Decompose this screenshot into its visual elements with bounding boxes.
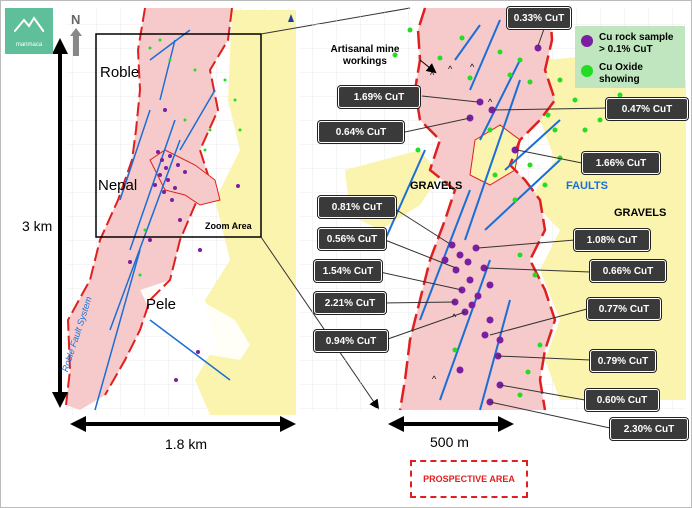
label-roble: Roble xyxy=(100,64,140,81)
legend-label-rock-sample: Cu rock sample > 0.1% CuT xyxy=(599,32,674,55)
prospective-zone-right xyxy=(400,8,555,410)
prospective-area-key: PROSPECTIVE AREA xyxy=(410,460,528,498)
scale-label-3km: 3 km xyxy=(22,218,53,234)
mountain-logo-icon xyxy=(14,16,44,32)
callout-grade: 0.79% CuT xyxy=(590,350,656,372)
callout-grade: 1.54% CuT xyxy=(314,260,382,282)
svg-text:^: ^ xyxy=(448,64,453,74)
scale-label-1-8km: 1.8 km xyxy=(165,436,208,452)
label-zoom-area: Zoom Area xyxy=(205,221,252,231)
callout-grade: 1.08% CuT xyxy=(574,229,650,251)
svg-text:^: ^ xyxy=(470,62,475,72)
label-faults: FAULTS xyxy=(566,180,608,192)
label-pele: Pele xyxy=(146,296,177,313)
north-arrow-icon xyxy=(70,28,82,56)
rock-sample-marker-icon xyxy=(581,35,593,47)
rock-samples-left xyxy=(128,108,240,382)
callout-grade: 2.30% CuT xyxy=(610,418,688,440)
callout-grade: 0.64% CuT xyxy=(318,121,404,143)
map-legend: Cu rock sample > 0.1% CuT Cu Oxide showi… xyxy=(575,26,685,88)
svg-text:^: ^ xyxy=(430,70,435,80)
callout-grade: 0.81% CuT xyxy=(318,196,396,218)
svg-text:^: ^ xyxy=(452,312,457,322)
svg-text:^: ^ xyxy=(488,97,493,107)
callout-grade: 1.69% CuT xyxy=(338,86,420,108)
callout-grade: 0.66% CuT xyxy=(590,260,666,282)
zoom-box xyxy=(95,33,262,238)
north-label: N xyxy=(71,12,81,27)
scale-bars xyxy=(52,38,514,432)
callout-grade: 0.56% CuT xyxy=(318,228,386,250)
legend-label-oxide: Cu Oxide showing xyxy=(599,62,643,85)
callout-leaders xyxy=(379,25,611,429)
label-nepal: Nepal xyxy=(98,177,138,194)
legend-item-oxide: Cu Oxide showing xyxy=(581,62,669,86)
faults-left xyxy=(94,29,231,411)
callout-grade: 0.47% CuT xyxy=(606,98,688,120)
callout-grade: 0.33% CuT xyxy=(507,7,571,29)
prospective-zone-left xyxy=(66,8,232,410)
label-artisanal: Artisanal mine workings xyxy=(330,44,400,67)
callout-grade: 0.94% CuT xyxy=(314,330,388,352)
callout-grade: 1.66% CuT xyxy=(582,152,660,174)
callout-grade: 0.60% CuT xyxy=(585,389,659,411)
oxide-showings-left xyxy=(138,38,242,277)
svg-text:^: ^ xyxy=(432,374,437,384)
label-gravels-left: GRAVELS xyxy=(410,180,463,192)
legend-item-rock-sample: Cu rock sample > 0.1% CuT xyxy=(581,32,681,56)
callout-grade: 2.21% CuT xyxy=(314,292,386,314)
left-map xyxy=(65,7,296,415)
company-logo: marimaca xyxy=(5,8,53,54)
scale-label-500m: 500 m xyxy=(430,434,469,450)
oxide-marker-icon xyxy=(581,65,593,77)
label-gravels-right: GRAVELS xyxy=(614,207,667,219)
artisanal-markers: ^ ^ ^ ^ ^ ^ xyxy=(430,62,493,384)
oxide-showings-right xyxy=(392,27,623,398)
logo-text: marimaca xyxy=(15,42,43,48)
callout-grade: 0.77% CuT xyxy=(587,298,661,320)
